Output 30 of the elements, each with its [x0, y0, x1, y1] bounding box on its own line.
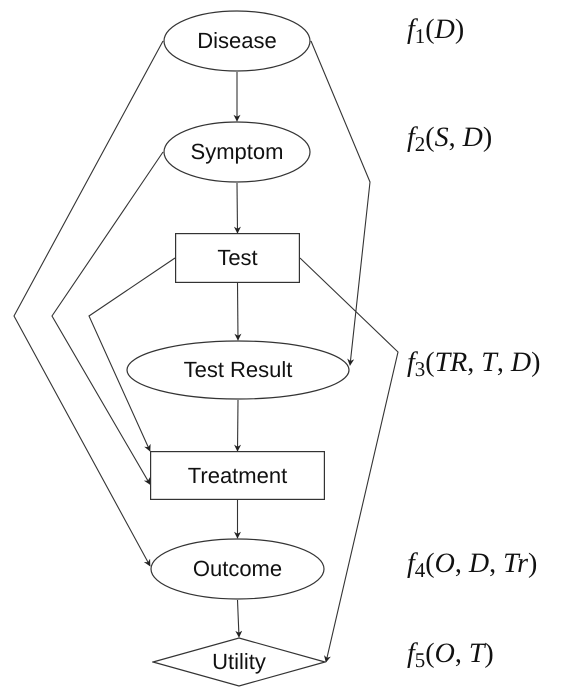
arrow — [51, 152, 164, 485]
node-label: Test — [217, 247, 258, 269]
arrow — [235, 600, 242, 638]
arrow — [234, 183, 241, 234]
utility-diamond — [152, 637, 326, 687]
factor-formula: f$_{1}$(D) — [407, 16, 464, 44]
node-label: Treatment — [188, 464, 288, 486]
arrow — [234, 500, 241, 539]
node-label: Disease — [197, 30, 277, 52]
arrow — [88, 258, 176, 452]
arrow — [234, 72, 240, 122]
chance-node-ellipse — [126, 340, 350, 400]
node-label: Symptom — [190, 141, 284, 163]
node-label: Utility — [212, 651, 266, 673]
chance-node-ellipse — [150, 538, 325, 600]
decision-box — [175, 233, 300, 283]
decision-box — [150, 451, 325, 500]
node-label: Outcome — [192, 558, 282, 580]
arrow — [234, 400, 242, 452]
arrow — [310, 40, 371, 366]
arrow — [300, 258, 399, 663]
factor-formula: f$_{5}$(O, T) — [407, 640, 494, 668]
arrow — [13, 40, 164, 567]
chance-node-ellipse — [163, 121, 311, 183]
arrow — [234, 283, 242, 341]
chance-node-ellipse — [163, 10, 311, 72]
node-label: Test Result — [184, 359, 292, 381]
factor-formula: f$_{4}$(O, D, Tr) — [407, 550, 538, 578]
factor-formula: f$_{3}$(TR, T, D) — [407, 349, 540, 377]
factor-formula: f$_{2}$(S, D) — [407, 124, 492, 152]
